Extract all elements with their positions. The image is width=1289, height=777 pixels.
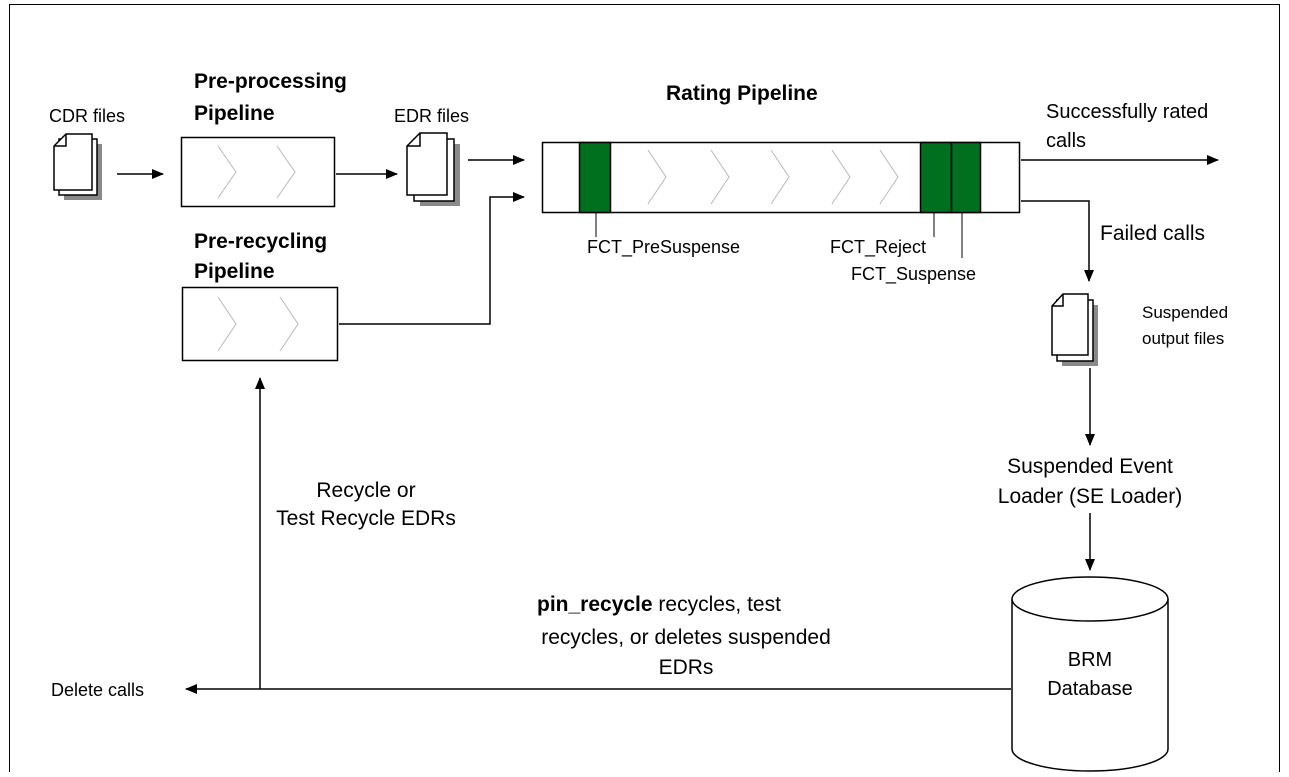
preprocessing-title-line2: Pipeline (194, 102, 275, 125)
arrow-prerecycling-to-rating (339, 192, 525, 325)
se-loader-line2: Loader (SE Loader) (998, 485, 1182, 508)
fct-suspense-stage (950, 141, 982, 214)
cdr-file-stack-icon (53, 133, 102, 200)
suspended-file-stack-icon (1051, 293, 1098, 366)
pin-recycle-line1: pin_recycle recycles, test (537, 593, 781, 616)
fct-reject-stage (919, 141, 953, 214)
delete-calls-label: Delete calls (51, 680, 144, 700)
success-label-line1: Successfully rated (1046, 101, 1208, 123)
success-label-line2: calls (1046, 130, 1086, 152)
recycle-label-line2: Test Recycle EDRs (276, 507, 456, 530)
rating-pipeline-title: Rating Pipeline (666, 82, 818, 105)
pin-recycle-rest: recycles, test (653, 593, 782, 616)
prerecycling-title-line1: Pre-recycling (194, 230, 327, 253)
fct-presuspense-stage (578, 141, 612, 214)
fct-suspense-label: FCT_Suspense (851, 264, 976, 285)
fct-presuspense-label: FCT_PreSuspense (587, 237, 740, 258)
edr-file-stack-icon (406, 132, 460, 206)
cdr-files-label: CDR files (49, 106, 125, 126)
brm-database-line1: BRM (1068, 649, 1112, 671)
arrow-failed-calls (1021, 200, 1094, 282)
preprocessing-title-line1: Pre-processing (194, 70, 347, 93)
preprocessing-pipeline-box (180, 136, 336, 208)
recycle-label-line1: Recycle or (316, 479, 415, 502)
fct-reject-label: FCT_Reject (830, 237, 926, 258)
edr-files-label: EDR files (394, 106, 469, 126)
failed-calls-label: Failed calls (1100, 222, 1205, 245)
suspended-output-line1: Suspended (1142, 303, 1228, 322)
pin-recycle-line2: recycles, or deletes suspended (541, 626, 831, 649)
diagram-frame (9, 4, 1280, 777)
se-loader-line1: Suspended Event (1007, 455, 1173, 478)
pin-recycle-command: pin_recycle (537, 593, 653, 616)
brm-database-icon (1011, 576, 1169, 772)
pin-recycle-line3: EDRs (659, 656, 714, 679)
brm-database-line2: Database (1047, 678, 1133, 700)
prerecycling-pipeline-box (181, 286, 339, 362)
prerecycling-title-line2: Pipeline (194, 260, 275, 283)
suspended-output-line2: output files (1142, 329, 1224, 348)
